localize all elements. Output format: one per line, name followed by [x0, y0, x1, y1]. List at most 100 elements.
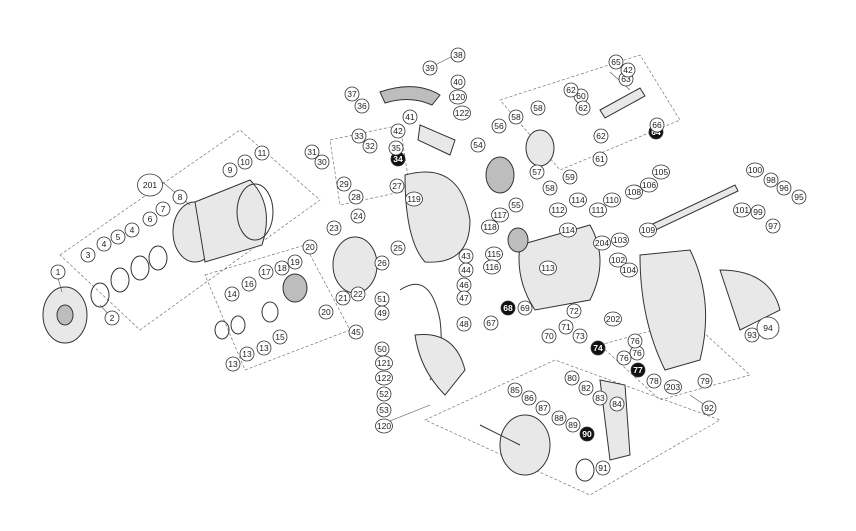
washer-part-5: [148, 245, 168, 271]
callout-circle: [155, 201, 171, 217]
callout-number: 3: [86, 250, 91, 260]
callout-circle: [258, 264, 274, 280]
part-number-callout: 72: [566, 303, 582, 319]
callout-number: 62: [566, 85, 576, 95]
callout-circle: [326, 220, 342, 236]
callout-number: 78: [649, 376, 659, 386]
part-number-callout: 203: [664, 379, 682, 395]
part-number-callout: 44: [458, 262, 474, 278]
callout-circle: [172, 189, 188, 205]
callout-number: 21: [338, 293, 348, 303]
part-number-callout: 101: [733, 202, 751, 218]
callout-circle: [592, 151, 608, 167]
part-number-callout: 18: [274, 260, 290, 276]
part-number-callout: 80: [564, 370, 580, 386]
callout-circle: [529, 164, 545, 180]
part-number-callout: 82: [578, 380, 594, 396]
callout-circle: [551, 410, 567, 426]
callout-circle: [304, 144, 320, 160]
callout-number: 101: [735, 205, 749, 215]
callout-circle: [225, 356, 241, 372]
callout-circle: [376, 386, 392, 402]
callout-circle: [603, 192, 621, 208]
part-number-callout: 56: [491, 118, 507, 134]
callout-number: 22: [353, 289, 363, 299]
callout-circle: [458, 262, 474, 278]
part-number-callout: 30: [314, 154, 330, 170]
part-number-callout: 118: [481, 219, 499, 235]
callout-number: 7: [161, 204, 166, 214]
part-number-callout: 116: [483, 259, 501, 275]
callout-circle: [483, 315, 499, 331]
part-number-callout: 45: [348, 324, 364, 340]
callout-circle: [609, 252, 627, 268]
callout-circle: [508, 109, 524, 125]
ring-15: [261, 301, 279, 323]
callout-number: 76: [632, 348, 642, 358]
callout-number: 121: [377, 358, 391, 368]
callout-circle: [592, 390, 608, 406]
callout-circle: [620, 62, 636, 78]
callout-circle: [609, 396, 625, 412]
part-number-callout: 114: [559, 222, 577, 238]
callout-circle: [348, 324, 364, 340]
part-number-callout: 27: [389, 178, 405, 194]
callout-circle: [453, 105, 471, 121]
part-number-callout: 108: [625, 184, 643, 200]
part-number-callout: 54: [470, 137, 486, 153]
part-number-callout: 29: [336, 176, 352, 192]
callout-number: 77: [633, 365, 643, 375]
part-number-callout: 89: [565, 417, 581, 433]
callout-number: 97: [768, 221, 778, 231]
part-number-callout: 1: [50, 264, 66, 280]
callout-number: 83: [595, 393, 605, 403]
callout-circle: [566, 303, 582, 319]
callout-number: 80: [567, 373, 577, 383]
callout-number: 56: [494, 121, 504, 131]
part-number-callout: 100: [746, 162, 764, 178]
part-number-callout: 85: [507, 382, 523, 398]
callout-number: 66: [652, 120, 662, 130]
part-number-callout: 62: [575, 100, 591, 116]
callout-number: 35: [391, 143, 401, 153]
callout-circle: [593, 235, 611, 251]
callout-circle: [572, 328, 588, 344]
spool-knob-center: [56, 304, 74, 326]
callout-circle: [239, 346, 255, 362]
callout-circle: [449, 89, 467, 105]
callout-circle: [500, 300, 516, 316]
callout-circle: [137, 173, 163, 197]
callout-number: 23: [329, 223, 339, 233]
callout-number: 36: [357, 101, 367, 111]
callout-number: 19: [290, 257, 300, 267]
callout-number: 59: [565, 172, 575, 182]
part-number-callout: 90: [579, 426, 595, 442]
part-number-callout: 117: [491, 207, 509, 223]
callout-number: 104: [622, 265, 636, 275]
callout-circle: [344, 86, 360, 102]
callout-circle: [578, 380, 594, 396]
callout-number: 47: [459, 293, 469, 303]
callout-number: 20: [321, 307, 331, 317]
callout-circle: [589, 202, 607, 218]
callout-number: 1: [56, 267, 61, 277]
callout-circle: [375, 355, 393, 371]
callout-circle: [697, 373, 713, 389]
part-number-callout: 91: [595, 460, 611, 476]
callout-circle: [376, 402, 392, 418]
part-number-callout: 115: [485, 246, 503, 262]
callout-number: 2: [110, 313, 115, 323]
callout-circle: [422, 60, 438, 76]
callout-number: 6: [148, 214, 153, 224]
handle-arm-part: [599, 379, 631, 461]
callout-number: 120: [377, 421, 391, 431]
callout-circle: [549, 202, 567, 218]
part-number-callout: 67: [483, 315, 499, 331]
callout-circle: [348, 189, 364, 205]
callout-circle: [579, 426, 595, 442]
part-number-callout: 122: [453, 105, 471, 121]
callout-number: 114: [571, 195, 585, 205]
callout-circle: [50, 264, 66, 280]
part-number-callout: 76: [627, 333, 643, 349]
callout-number: 30: [317, 157, 327, 167]
